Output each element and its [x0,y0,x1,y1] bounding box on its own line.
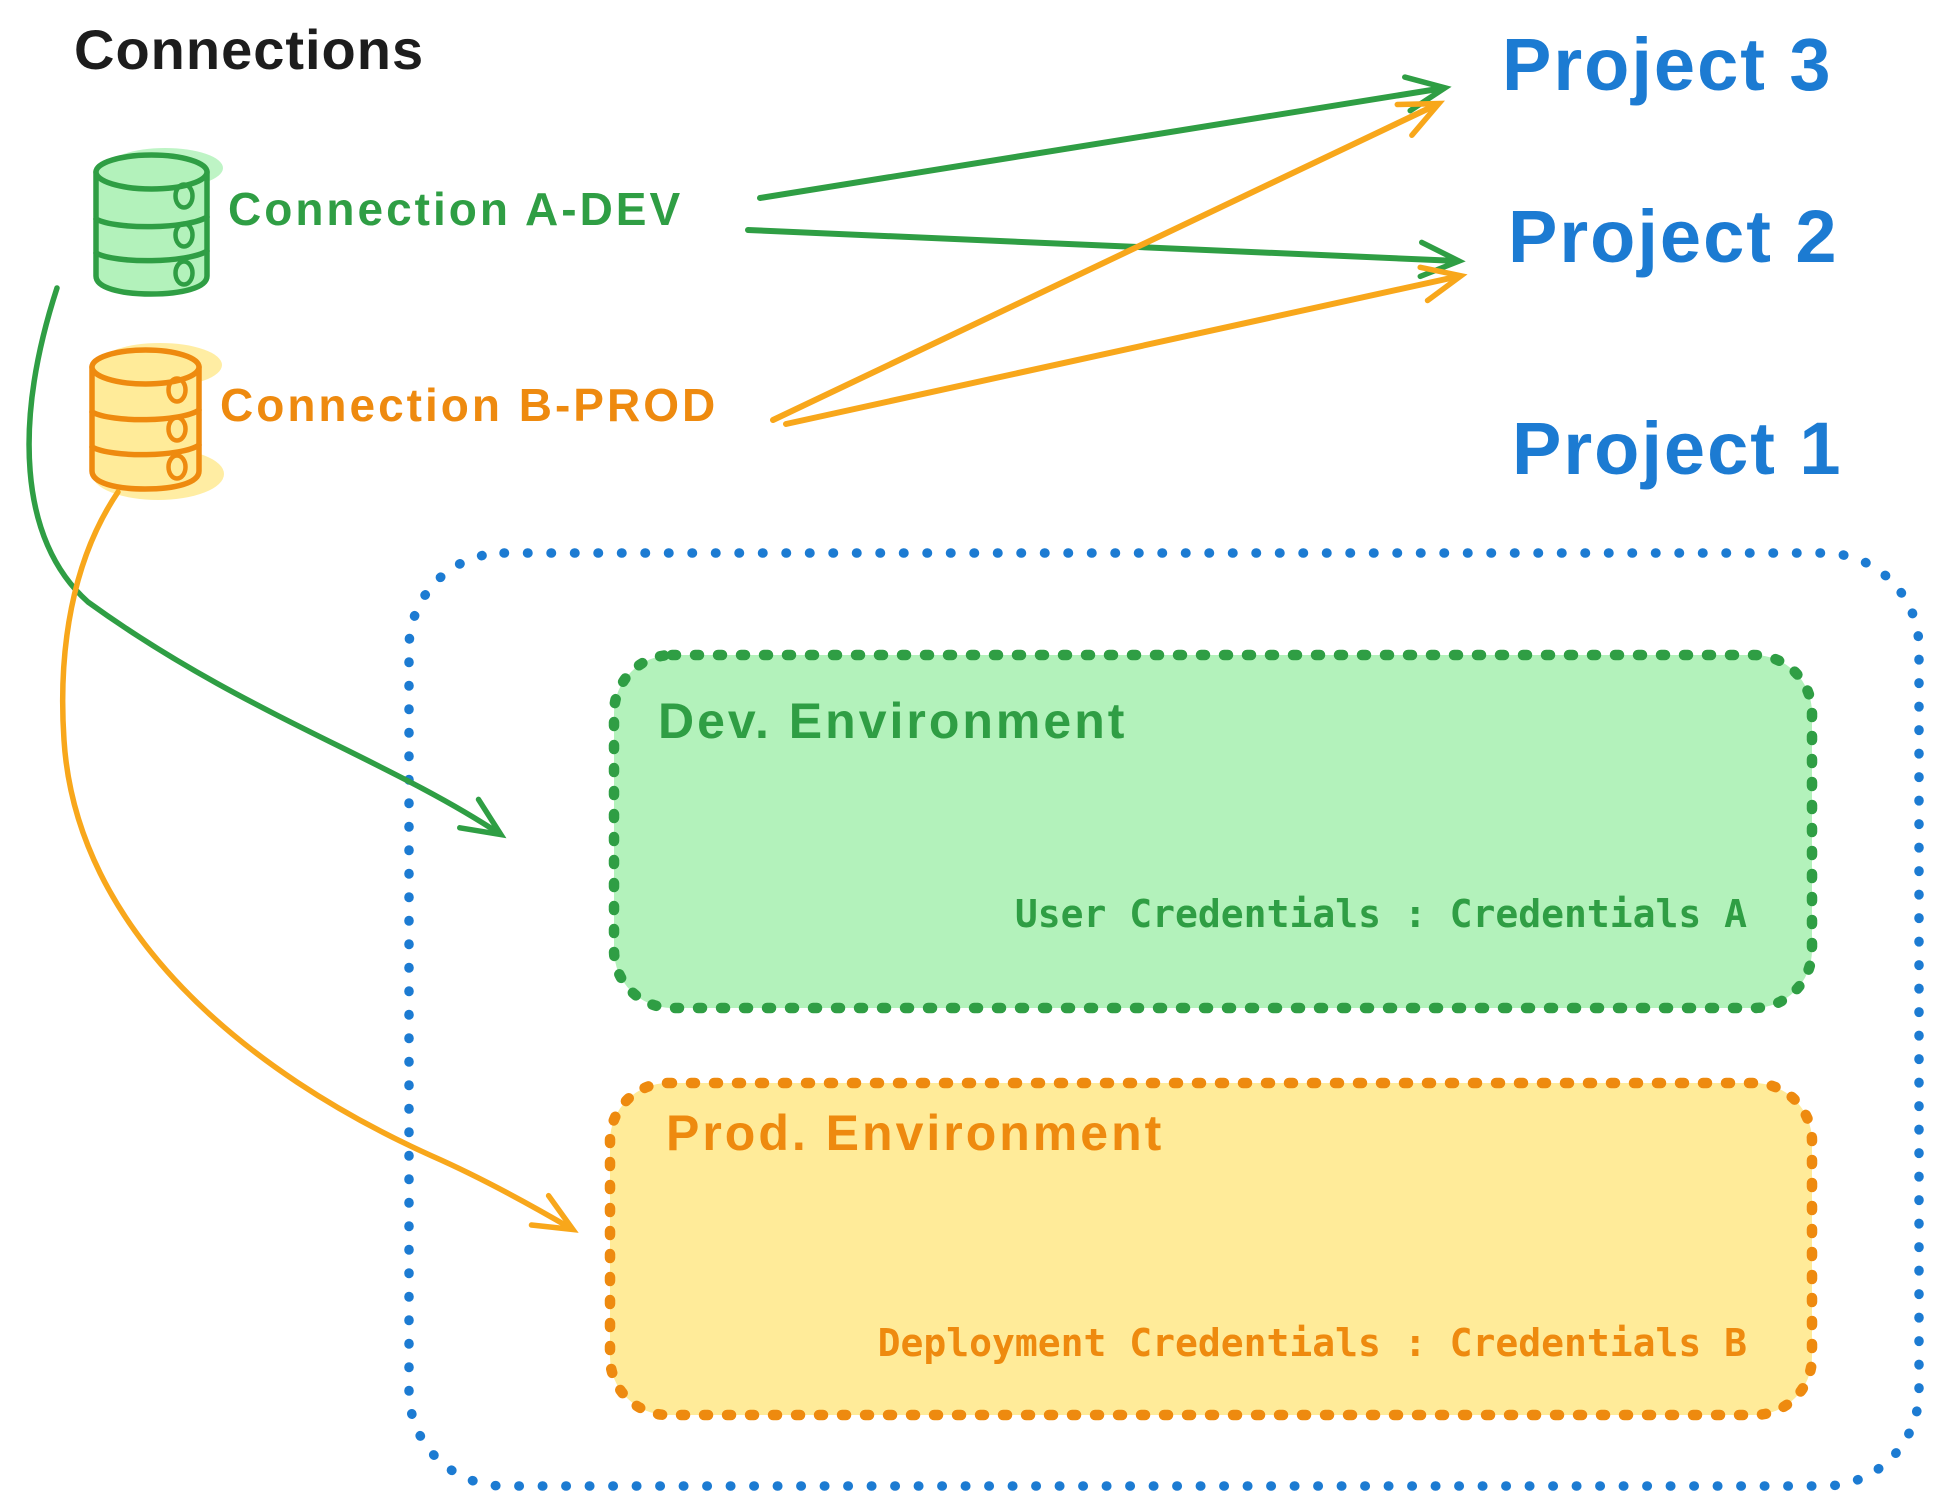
dev-environment-box [608,649,1818,1014]
connection-b-prod-label: Connection B-PROD [220,379,719,431]
arrow-a-dev-to-project-2 [745,227,1466,280]
prod-environment-box [604,1077,1818,1421]
project-1-label: Project 1 [1512,407,1843,490]
database-icon [89,343,224,500]
project-3-label: Project 3 [1502,23,1833,106]
arrow-b-prod-to-prod-environment [59,489,579,1233]
connection-a-dev-label: Connection A-DEV [228,183,684,235]
arrow-b-prod-to-project-2 [783,264,1468,427]
prod-environment-credentials: Deployment Credentials : Credentials B [877,1321,1747,1365]
project1-box-outline [404,548,1924,1491]
project-2-label: Project 2 [1508,195,1839,278]
dev-environment-title: Dev. Environment [658,693,1128,749]
arrow-a-dev-to-project-3 [757,74,1452,201]
prod-environment-title: Prod. Environment [666,1105,1165,1161]
connections-title: Connections [74,18,425,81]
dev-environment-credentials: User Credentials : Credentials A [1014,892,1747,936]
arrow-a-dev-to-dev-environment [26,285,507,839]
arrow-b-prod-to-project-3 [770,100,1445,423]
database-icon [93,148,223,297]
